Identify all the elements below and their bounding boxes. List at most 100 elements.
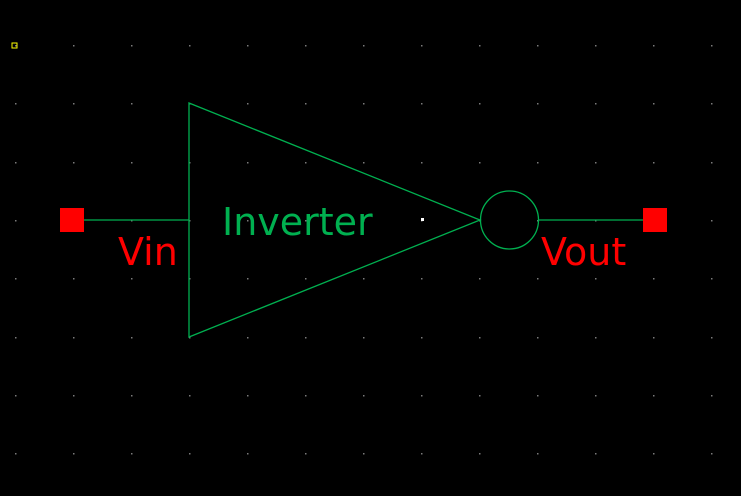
grid-dot <box>537 220 539 222</box>
grid-dot <box>305 103 307 105</box>
grid-dot <box>479 453 481 455</box>
grid-dot <box>73 337 75 339</box>
grid-dot <box>479 162 481 164</box>
grid-dot <box>363 395 365 397</box>
grid-dot <box>711 278 713 280</box>
grid-dot <box>421 395 423 397</box>
grid-dot <box>131 45 133 47</box>
grid-dot <box>189 162 191 164</box>
grid-dot <box>131 103 133 105</box>
cursor-dot <box>421 218 424 221</box>
grid-dot <box>421 337 423 339</box>
grid-dot <box>595 162 597 164</box>
grid-dot <box>595 395 597 397</box>
grid-dot <box>15 45 17 47</box>
grid-dot <box>73 278 75 280</box>
grid-dot <box>247 45 249 47</box>
grid-dot <box>653 162 655 164</box>
input-pin-label: Vin <box>118 230 178 274</box>
grid-dot <box>247 162 249 164</box>
grid-dot <box>711 103 713 105</box>
grid-dot <box>189 278 191 280</box>
grid-dot <box>247 395 249 397</box>
grid-dot <box>711 162 713 164</box>
grid-dot <box>479 395 481 397</box>
grid-dot <box>305 337 307 339</box>
grid-dot <box>131 278 133 280</box>
grid-dots <box>15 45 713 455</box>
grid-dot <box>305 453 307 455</box>
grid-dot <box>421 103 423 105</box>
grid-dot <box>73 453 75 455</box>
inversion-bubble[interactable] <box>479 190 540 250</box>
output-pin[interactable] <box>643 208 667 232</box>
grid-dot <box>711 45 713 47</box>
grid-dot <box>711 395 713 397</box>
grid-dot <box>711 453 713 455</box>
grid-dot <box>537 337 539 339</box>
grid-dot <box>363 45 365 47</box>
grid-dot <box>653 45 655 47</box>
grid-dot <box>247 278 249 280</box>
grid-dot <box>189 220 191 222</box>
grid-dot <box>363 103 365 105</box>
grid-dot <box>595 278 597 280</box>
grid-dot <box>247 220 249 222</box>
grid-dot <box>595 337 597 339</box>
grid-dot <box>537 395 539 397</box>
grid-dot <box>537 45 539 47</box>
inverter-triangle[interactable] <box>188 102 482 338</box>
grid-dot <box>363 162 365 164</box>
grid-dot <box>595 103 597 105</box>
grid-dot <box>131 162 133 164</box>
grid-dot <box>421 453 423 455</box>
output-pin-label: Vout <box>541 230 626 274</box>
grid-dot <box>15 220 17 222</box>
grid-dot <box>711 337 713 339</box>
grid-dot <box>73 45 75 47</box>
grid-dot <box>15 278 17 280</box>
grid-dot <box>421 45 423 47</box>
grid-dot <box>189 45 191 47</box>
grid-dot <box>653 453 655 455</box>
grid-dot <box>247 453 249 455</box>
grid-dot <box>15 103 17 105</box>
grid-dot <box>421 162 423 164</box>
grid-dot <box>131 395 133 397</box>
grid-dot <box>189 453 191 455</box>
grid-dot <box>73 395 75 397</box>
grid-dot <box>363 337 365 339</box>
grid-dot <box>305 162 307 164</box>
grid-dot <box>653 395 655 397</box>
grid-dot <box>131 453 133 455</box>
grid-dot <box>711 220 713 222</box>
grid-dot <box>73 162 75 164</box>
grid-dot <box>189 395 191 397</box>
grid-dot <box>595 453 597 455</box>
grid-dot <box>479 103 481 105</box>
grid-dot <box>537 278 539 280</box>
grid-dot <box>537 103 539 105</box>
grid-dot <box>15 162 17 164</box>
grid-dot <box>247 103 249 105</box>
grid-dot <box>479 337 481 339</box>
origin-marker <box>11 42 18 49</box>
grid-dot <box>537 162 539 164</box>
grid-dot <box>73 103 75 105</box>
grid-dot <box>15 395 17 397</box>
grid-dot <box>131 220 133 222</box>
grid-dot <box>653 278 655 280</box>
grid-dot <box>479 45 481 47</box>
grid-dot <box>537 453 539 455</box>
grid-dot <box>595 220 597 222</box>
grid-dot <box>305 220 307 222</box>
grid-dot <box>305 45 307 47</box>
symbol-label: Inverter <box>222 200 373 244</box>
grid-dot <box>305 278 307 280</box>
grid-dot <box>653 103 655 105</box>
grid-dot <box>653 337 655 339</box>
input-pin[interactable] <box>60 208 84 232</box>
grid-dot <box>421 278 423 280</box>
